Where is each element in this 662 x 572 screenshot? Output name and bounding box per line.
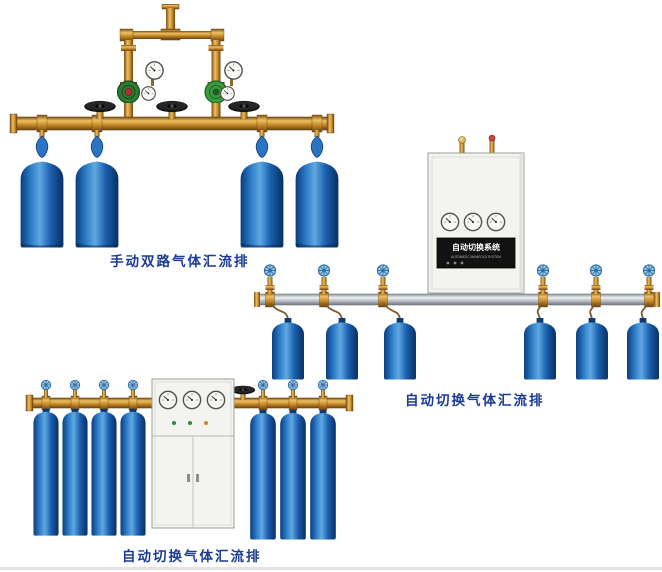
figure-caption: 自动切换气体汇流排: [405, 393, 545, 408]
pressure-gauge: [182, 390, 202, 410]
gas-cylinder: [627, 318, 659, 380]
gas-cylinder: [326, 318, 358, 380]
pressure-gauge: [463, 212, 483, 232]
gas-cylinder: [272, 318, 304, 380]
pressure-gauge: [224, 61, 243, 80]
control-cabinet: [151, 378, 235, 529]
pressure-regulator-right: [204, 80, 228, 119]
gas-cylinder: [250, 410, 276, 540]
manual-dual-manifold-illustration: [9, 4, 339, 248]
riser-valves: [40, 379, 329, 411]
cabinet-panel-subtitle: AUTOMATIC MANIFOLD SYSTEM: [451, 255, 501, 259]
control-cabinet: 自动切换系统 AUTOMATIC MANIFOLD SYSTEM: [427, 152, 525, 294]
pressure-gauge: [220, 86, 235, 101]
pressure-gauge: [141, 86, 156, 101]
gas-cylinder: [33, 408, 59, 536]
riser-valves: [263, 264, 656, 308]
manifold-pipe: [9, 113, 335, 134]
black-handwheel-valves: [84, 100, 260, 119]
black-handwheel-icon: [84, 100, 116, 113]
cabinet-panel-title: 自动切换系统: [452, 242, 500, 252]
gas-cylinder: [310, 410, 336, 540]
page-bottom-divider: [0, 567, 662, 570]
manifold-pipe: [254, 292, 660, 307]
door-handle: [187, 474, 190, 482]
indicator-light: [204, 421, 208, 425]
pressure-gauge: [158, 390, 178, 410]
cabinet-panel: 自动切换系统 AUTOMATIC MANIFOLD SYSTEM: [436, 237, 516, 269]
black-handwheel-valve: [230, 385, 256, 400]
gas-cylinder: [576, 318, 608, 380]
auto-switch-manifold-illustration-1: 自动切换系统 AUTOMATIC MANIFOLD SYSTEM: [254, 134, 660, 380]
figure-caption: 自动切换气体汇流排: [122, 549, 262, 564]
gas-cylinder: [62, 408, 88, 536]
pressure-gauge: [206, 390, 226, 410]
auto-switch-manifold-illustration-2: [25, 378, 354, 540]
pressure-gauge: [440, 212, 460, 232]
black-handwheel-icon: [156, 100, 188, 113]
gas-cylinder: [120, 408, 146, 536]
pressure-regulator-left: [116, 80, 141, 119]
cylinder-drop-valves: [35, 130, 324, 158]
gas-cylinder: [280, 410, 306, 540]
indicator-light: [172, 421, 176, 425]
gas-cylinder: [20, 161, 64, 248]
pressure-gauge: [145, 61, 164, 80]
gauge-stem: [230, 79, 233, 86]
gas-cylinder: [75, 161, 119, 248]
figure-caption: 手动双路气体汇流排: [110, 254, 250, 269]
indicator-light: [188, 421, 192, 425]
top-inlet-pipe: [119, 4, 225, 84]
cabinet-top-fittings: [458, 134, 496, 154]
gauge-stem: [151, 79, 154, 86]
black-handwheel-icon: [228, 100, 260, 113]
pressure-gauge: [486, 212, 506, 232]
gas-cylinder: [384, 318, 416, 380]
door-handle: [196, 474, 199, 482]
gas-cylinder: [91, 408, 117, 536]
gas-cylinder: [524, 318, 556, 380]
pigtail-hoses: [270, 303, 649, 320]
